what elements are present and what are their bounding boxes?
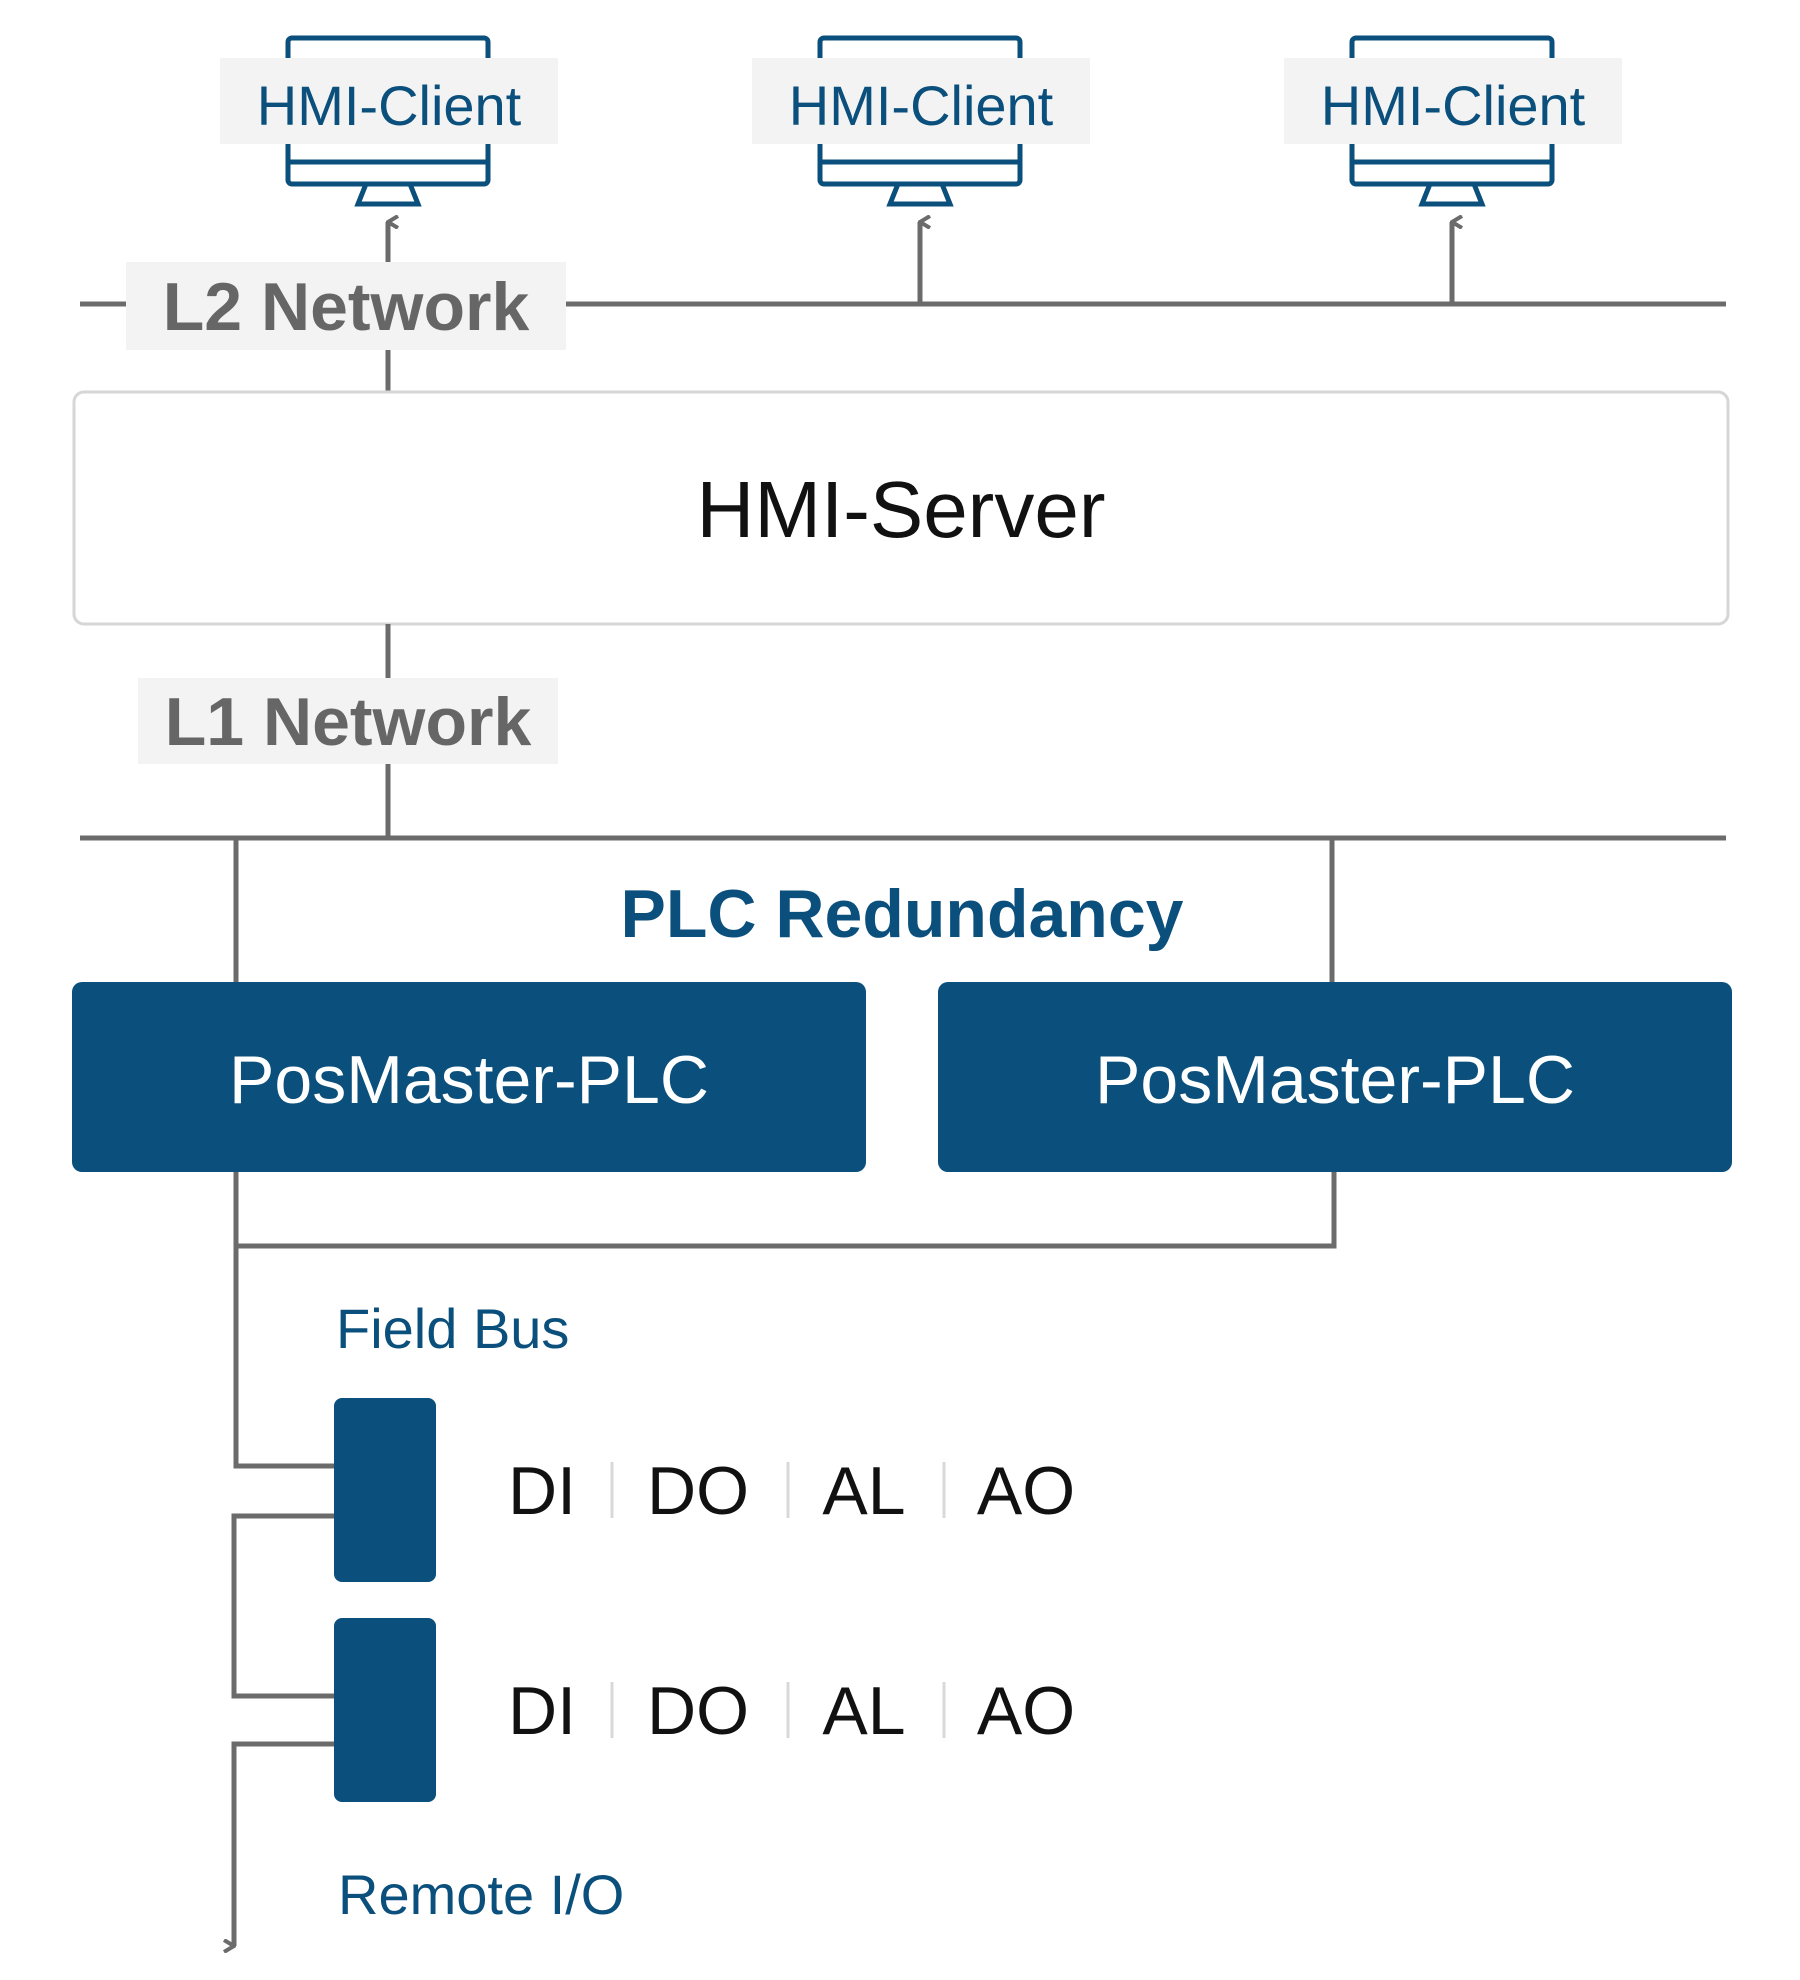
remote-io-label: Remote I/O <box>338 1863 624 1926</box>
client-label-bg <box>220 58 558 144</box>
client-label-bg <box>752 58 1090 144</box>
plc-unit-label: PosMaster-PLC <box>229 1042 709 1118</box>
hmi-client-1: HMI-Client <box>220 35 558 207</box>
plc-unit-label: PosMaster-PLC <box>1095 1042 1575 1118</box>
field-bus-label: Field Bus <box>336 1297 569 1360</box>
io-module-1: DI DO AL AO <box>334 1398 1146 1582</box>
client-label: HMI-Client <box>789 74 1054 137</box>
io-signal-do: DO <box>647 1453 749 1529</box>
io-signal-ao: AO <box>977 1453 1075 1529</box>
io-module-block <box>334 1618 436 1802</box>
client-label-bg <box>1284 58 1622 144</box>
l1-network-label: L1 Network <box>165 684 532 760</box>
io-signal-al: AL <box>822 1453 905 1529</box>
io-chain-link-1 <box>231 1513 334 1699</box>
client-label: HMI-Client <box>257 74 522 137</box>
io-module-panel <box>334 1398 1146 1582</box>
io-signal-al: AL <box>822 1673 905 1749</box>
io-module-panel <box>334 1618 1146 1802</box>
hmi-client-2: HMI-Client <box>752 35 1090 207</box>
l1-network-label-bg <box>138 678 558 764</box>
hmi-server-label: HMI-Server <box>697 465 1106 554</box>
io-signal-di: DI <box>508 1673 576 1749</box>
io-module-2: DI DO AL AO <box>334 1618 1146 1802</box>
client-label: HMI-Client <box>1321 74 1586 137</box>
io-signal-do: DO <box>647 1673 749 1749</box>
plc-unit-1: PosMaster-PLC <box>72 982 866 1172</box>
io-signal-ao: AO <box>977 1673 1075 1749</box>
io-signal-di: DI <box>508 1453 576 1529</box>
plc2-downlink <box>236 1172 1337 1249</box>
io-module-block <box>334 1398 436 1582</box>
plc-redundancy-title: PLC Redundancy <box>621 876 1184 952</box>
hmi-server-box <box>72 390 1730 626</box>
remote-io-outlink <box>234 1741 334 1946</box>
hmi-client-3: HMI-Client <box>1284 35 1622 207</box>
l2-network-label-bg <box>126 262 566 350</box>
plc-unit-2: PosMaster-PLC <box>938 982 1732 1172</box>
l2-network-label: L2 Network <box>163 269 530 345</box>
field-bus-trunk <box>233 1172 334 1469</box>
